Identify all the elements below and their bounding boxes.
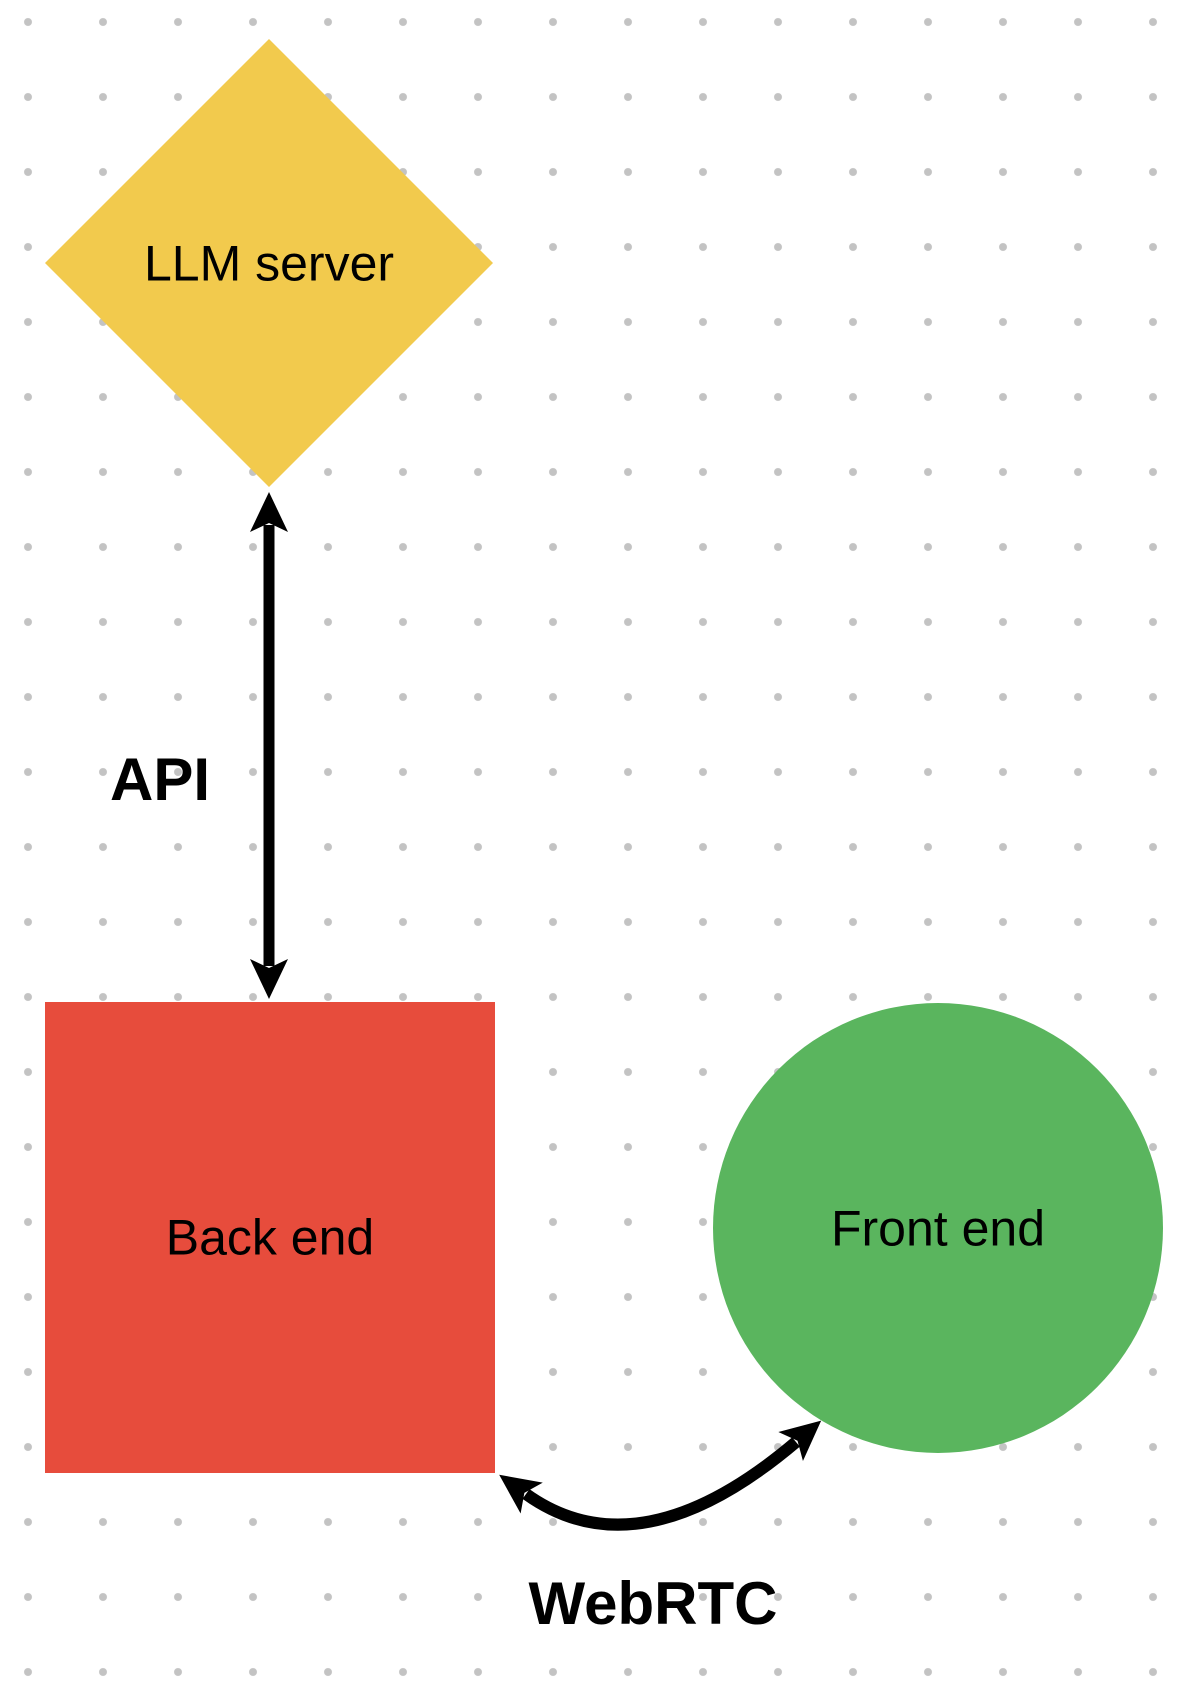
- node-front-end-circle[interactable]: [713, 1003, 1163, 1453]
- edge-label-webrtc: WebRTC: [528, 1570, 778, 1637]
- connector-webrtc-double-arrow[interactable]: [499, 1420, 822, 1531]
- node-back-end-square[interactable]: [45, 1002, 495, 1473]
- edge-label-api: API: [109, 746, 211, 813]
- node-label-llm-server: LLM server: [143, 235, 395, 292]
- node-llm-server-diamond[interactable]: [45, 39, 493, 487]
- node-label-front-end: Front end: [830, 1200, 1046, 1257]
- node-label-back-end: Back end: [165, 1209, 375, 1266]
